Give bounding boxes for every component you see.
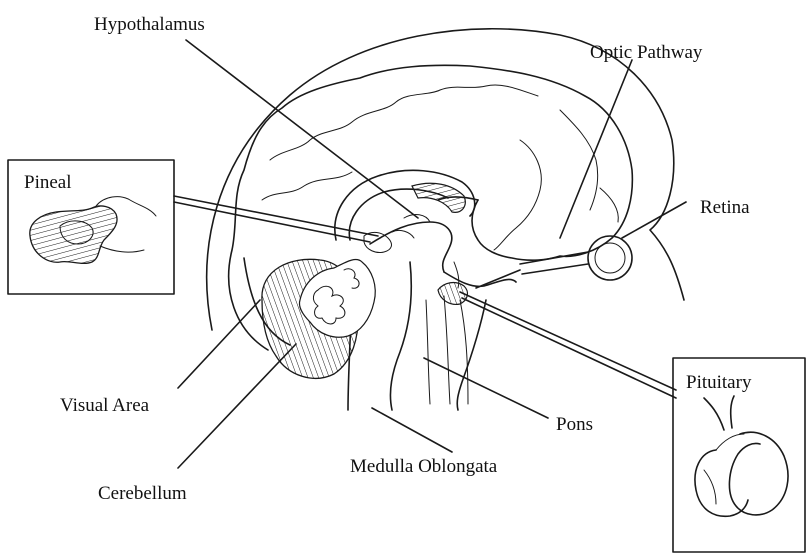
label-optic-pathway: Optic Pathway [590,42,703,63]
retina-leader [622,202,686,238]
corpus-callosum [335,170,475,272]
pineal-leader [174,196,378,236]
label-hypothalamus: Hypothalamus [94,14,205,35]
label-pons: Pons [556,414,593,435]
labels: Hypothalamus Optic Pathway Pineal Retina… [24,14,752,504]
label-retina: Retina [700,197,750,218]
label-cerebellum: Cerebellum [98,483,187,504]
label-pineal: Pineal [24,172,72,193]
retina-eye [476,236,632,288]
pituitary-leader [460,292,676,390]
medulla-leader [372,408,452,452]
hypothalamus-leader [186,40,418,218]
cerebellum-leader [178,344,296,468]
label-pituitary: Pituitary [686,372,752,393]
label-medulla-oblongata: Medulla Oblongata [350,456,498,477]
optic-pathway-leader [560,60,632,238]
visual-area-leader [178,300,260,388]
label-visual-area: Visual Area [60,395,150,416]
cerebellum [262,259,375,378]
pons-leader [424,358,548,418]
